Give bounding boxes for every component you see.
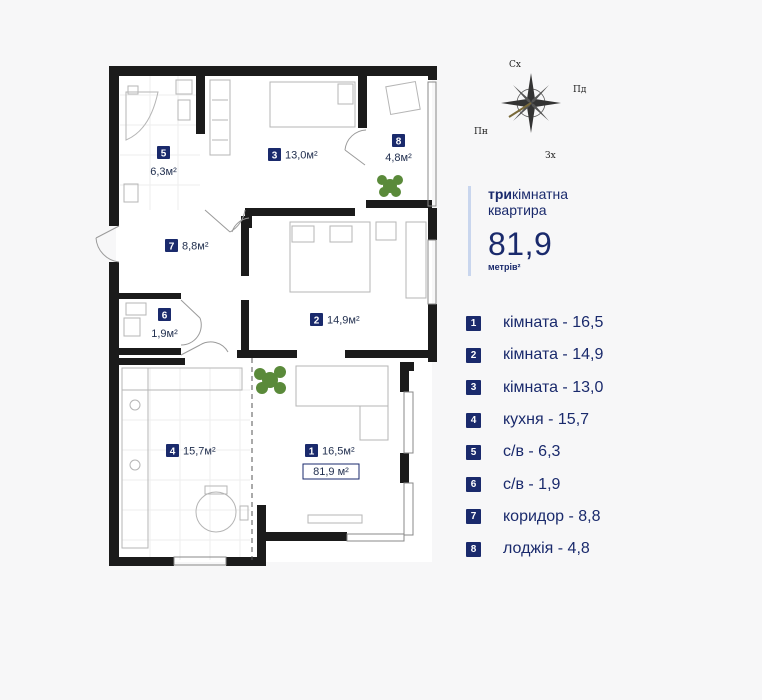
compass-south-label: Пд [573, 85, 587, 95]
svg-text:6,3м²: 6,3м² [150, 166, 177, 178]
room-label-5: 5 6,3м² [150, 146, 177, 178]
svg-text:6: 6 [162, 311, 168, 322]
svg-text:81,9 м²: 81,9 м² [313, 466, 349, 478]
room-label-8: 8 4,8м² [385, 134, 412, 164]
svg-text:3: 3 [272, 151, 278, 162]
compass-east-label: Сх [509, 60, 521, 70]
svg-text:1: 1 [309, 447, 315, 458]
svg-text:15,7м²: 15,7м² [183, 446, 216, 458]
room-label-1: 1 16,5м² [305, 444, 355, 458]
wall-left-upper [109, 66, 119, 226]
room-label-2: 2 14,9м² [310, 313, 360, 327]
compass-west-label: Зх [545, 151, 556, 161]
svg-text:5: 5 [161, 149, 167, 160]
summary-accent-bar [468, 186, 471, 276]
wall-left-lower [109, 262, 119, 566]
apartment-type: трикімнатна квартира [488, 186, 569, 218]
wall-top [109, 66, 437, 76]
compass-north-label: Пн [474, 127, 488, 137]
svg-text:8: 8 [396, 137, 402, 148]
svg-text:16,5м²: 16,5м² [322, 446, 355, 458]
svg-text:1,9м²: 1,9м² [151, 328, 178, 340]
compass-rose-icon: Сх Пд Пн Зх [474, 60, 587, 161]
svg-text:4: 4 [170, 447, 176, 458]
room-label-7: 7 8,8м² [165, 239, 209, 253]
svg-text:8,8м²: 8,8м² [182, 241, 209, 253]
room-label-6: 6 1,9м² [151, 308, 178, 340]
wall-bottom-left [109, 557, 174, 566]
svg-text:13,0м²: 13,0м² [285, 150, 318, 162]
svg-text:14,9м²: 14,9м² [327, 315, 360, 327]
svg-text:7: 7 [169, 242, 175, 253]
total-area-badge: 81,9 м² [302, 463, 360, 480]
apartment-area-unit: метрів² [488, 262, 521, 272]
apartment-area: 81,9 [488, 226, 553, 262]
plant-icon [254, 366, 286, 394]
plant-icon [377, 175, 403, 197]
wall-right-upper [428, 66, 437, 80]
room-label-4: 4 15,7м² [166, 444, 216, 458]
svg-text:2: 2 [314, 316, 320, 327]
room-label-3: 3 13,0м² [268, 148, 318, 162]
svg-text:4,8м²: 4,8м² [385, 152, 412, 164]
